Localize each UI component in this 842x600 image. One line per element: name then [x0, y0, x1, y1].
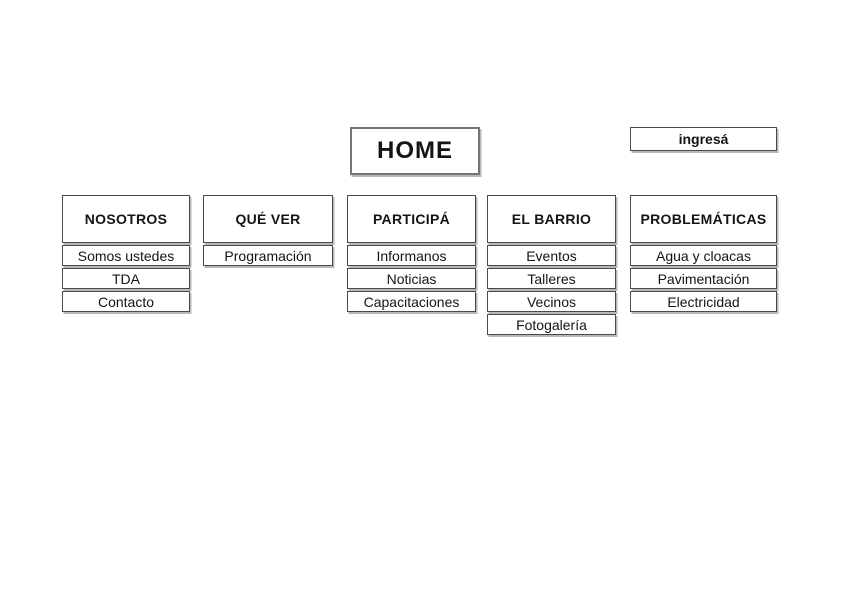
- nav-item-capacitaciones[interactable]: Capacitaciones: [347, 291, 476, 312]
- nav-item-informanos[interactable]: Informanos: [347, 245, 476, 266]
- nav-item-tda[interactable]: TDA: [62, 268, 190, 289]
- login-button[interactable]: ingresá: [630, 127, 777, 151]
- nav-item-programacion[interactable]: Programación: [203, 245, 333, 266]
- nav-item-agua-y-cloacas[interactable]: Agua y cloacas: [630, 245, 777, 266]
- column-header-nosotros[interactable]: NOSOTROS: [62, 195, 190, 243]
- nav-item-somos-ustedes[interactable]: Somos ustedes: [62, 245, 190, 266]
- nav-item-pavimentacion[interactable]: Pavimentación: [630, 268, 777, 289]
- column-problematicas: PROBLEMÁTICAS Agua y cloacas Pavimentaci…: [630, 195, 777, 312]
- column-nosotros: NOSOTROS Somos ustedes TDA Contacto: [62, 195, 190, 312]
- nav-item-electricidad[interactable]: Electricidad: [630, 291, 777, 312]
- home-node[interactable]: HOME: [350, 127, 480, 175]
- column-el-barrio: EL BARRIO Eventos Talleres Vecinos Fotog…: [487, 195, 616, 335]
- nav-item-eventos[interactable]: Eventos: [487, 245, 616, 266]
- column-participa: PARTICIPÁ Informanos Noticias Capacitaci…: [347, 195, 476, 312]
- column-header-participa[interactable]: PARTICIPÁ: [347, 195, 476, 243]
- nav-item-noticias[interactable]: Noticias: [347, 268, 476, 289]
- column-header-que-ver[interactable]: QUÉ VER: [203, 195, 333, 243]
- column-header-problematicas[interactable]: PROBLEMÁTICAS: [630, 195, 777, 243]
- column-header-el-barrio[interactable]: EL BARRIO: [487, 195, 616, 243]
- nav-item-vecinos[interactable]: Vecinos: [487, 291, 616, 312]
- column-que-ver: QUÉ VER Programación: [203, 195, 333, 266]
- nav-item-talleres[interactable]: Talleres: [487, 268, 616, 289]
- nav-item-contacto[interactable]: Contacto: [62, 291, 190, 312]
- nav-item-fotogaleria[interactable]: Fotogalería: [487, 314, 616, 335]
